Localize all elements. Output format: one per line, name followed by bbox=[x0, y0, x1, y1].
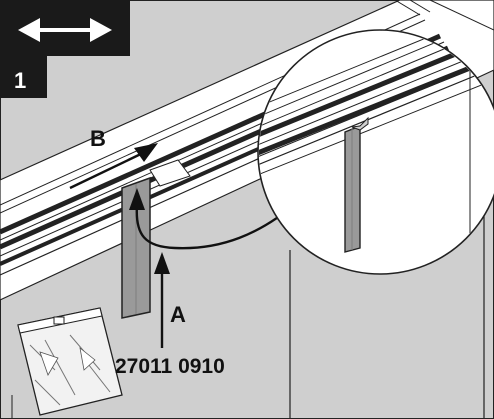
curved-arrow-head bbox=[129, 188, 145, 210]
double-arrow-icon bbox=[18, 18, 112, 42]
label-b: B bbox=[90, 126, 106, 151]
curved-arrow bbox=[135, 199, 301, 250]
label-a: A bbox=[170, 302, 186, 327]
magnifier-circle bbox=[257, 29, 494, 275]
top-rail-lines bbox=[394, 0, 494, 31]
plastic-bag-icon bbox=[17, 307, 123, 416]
arrow-b bbox=[69, 143, 158, 190]
rail-slot bbox=[149, 159, 191, 187]
part-number: 27011 0910 bbox=[115, 355, 225, 378]
step-badge: 1 bbox=[0, 0, 130, 98]
arrow-a bbox=[154, 252, 170, 348]
step-number: 1 bbox=[14, 68, 26, 93]
